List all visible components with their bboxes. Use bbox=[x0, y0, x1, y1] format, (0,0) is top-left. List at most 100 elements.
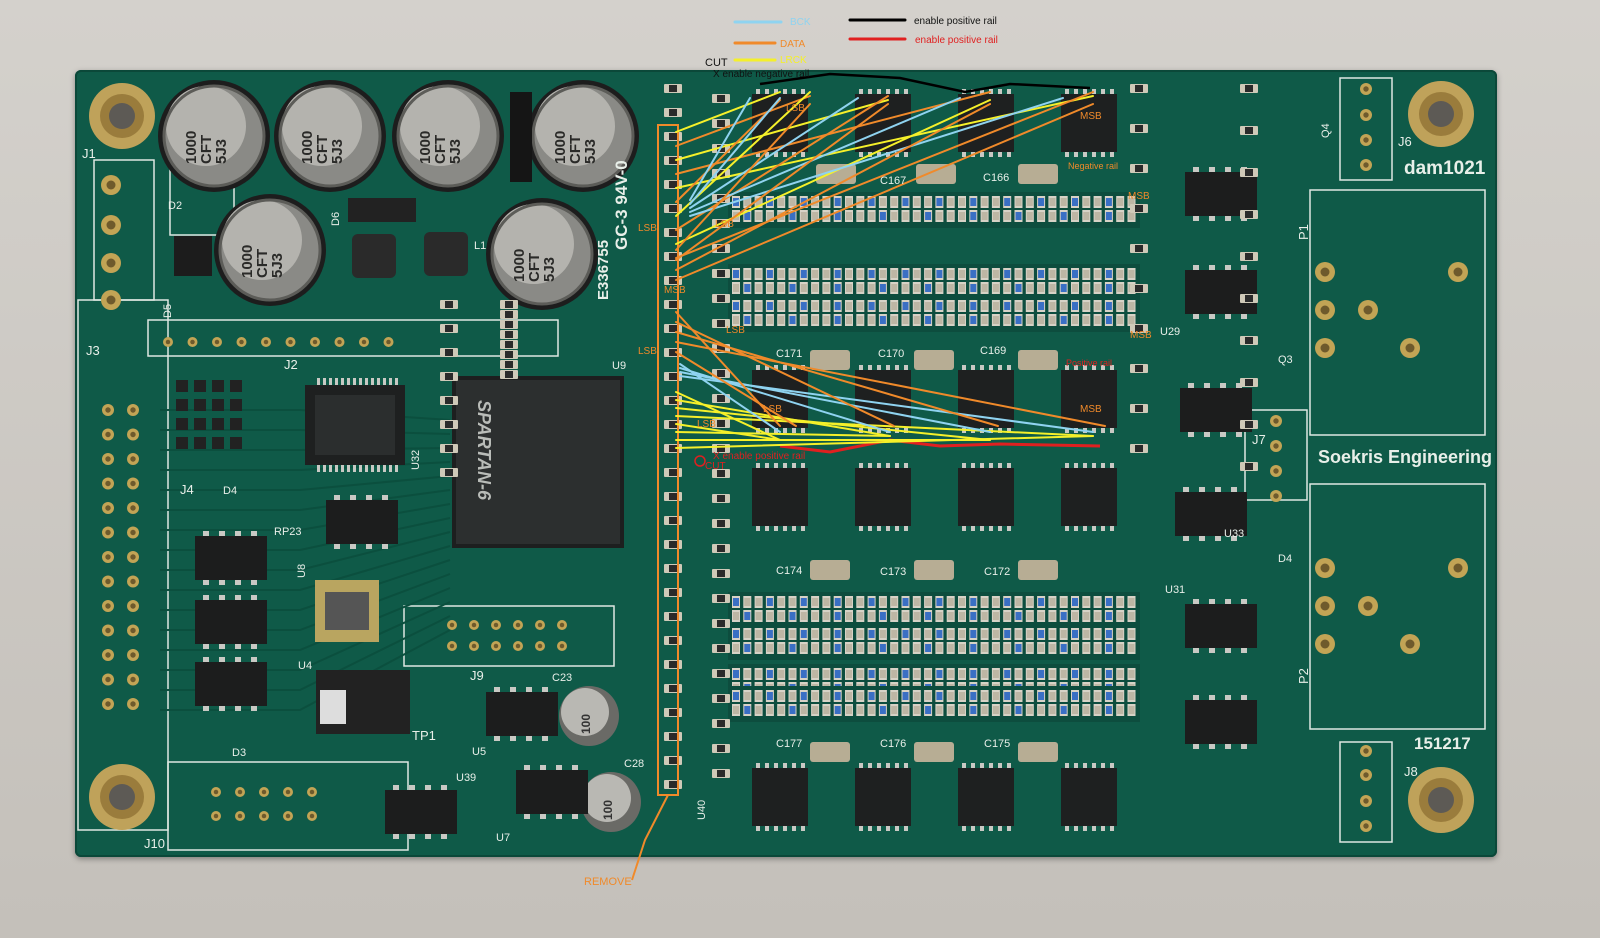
dac-lead bbox=[792, 763, 796, 768]
dac-lead bbox=[998, 526, 1002, 531]
resistor-body bbox=[1060, 284, 1067, 292]
resistor-body bbox=[834, 612, 841, 620]
ic-lead bbox=[203, 580, 209, 585]
resistor-body bbox=[1004, 198, 1011, 206]
ic-lead bbox=[1193, 648, 1199, 653]
resistor-body bbox=[823, 284, 830, 292]
ic-lead bbox=[1209, 216, 1215, 221]
resistor-body bbox=[1094, 630, 1101, 638]
resistor-body bbox=[936, 212, 943, 220]
msb-label-3: MSB bbox=[664, 285, 686, 296]
resistor-body bbox=[1072, 630, 1078, 638]
resistor-body bbox=[1094, 692, 1101, 700]
connector-pin-hole bbox=[214, 339, 220, 345]
c169-label: C169 bbox=[980, 345, 1007, 357]
data-wire bbox=[675, 103, 991, 271]
resistor-body bbox=[936, 270, 943, 278]
resistor-body bbox=[970, 692, 977, 700]
resistor-body bbox=[981, 302, 988, 310]
smd-part-body bbox=[669, 373, 677, 380]
ic-lead bbox=[1225, 744, 1231, 749]
smd-part-body bbox=[1135, 125, 1143, 132]
connector-pin-hole bbox=[263, 339, 269, 345]
resistor-body bbox=[1083, 706, 1090, 714]
dac-lead bbox=[783, 763, 787, 768]
ic-lead bbox=[366, 495, 372, 500]
ic-lead bbox=[219, 644, 225, 649]
c176-label: C176 bbox=[880, 738, 907, 750]
resistor-body bbox=[1038, 198, 1045, 206]
resistor-body bbox=[1049, 630, 1056, 638]
enable-positive-wire bbox=[779, 438, 1101, 454]
capacitor-series: CFT bbox=[198, 134, 215, 164]
regulator-tab bbox=[320, 690, 346, 724]
dac-lead bbox=[756, 89, 760, 94]
dac-lead bbox=[895, 763, 899, 768]
resistor-body bbox=[744, 670, 751, 678]
connector-pin-hole bbox=[493, 622, 499, 628]
ic-lead bbox=[393, 834, 399, 839]
connector-pin-hole bbox=[386, 339, 391, 345]
resistor-body bbox=[834, 630, 841, 638]
ic-lead bbox=[235, 657, 241, 662]
ic-lead bbox=[494, 736, 500, 741]
ic-lead bbox=[1183, 487, 1189, 492]
resistor-body bbox=[1026, 630, 1033, 638]
resistor-body bbox=[1072, 198, 1078, 206]
resistor-body bbox=[1117, 630, 1124, 638]
dac-lead bbox=[962, 365, 966, 370]
diode-d6 bbox=[348, 198, 416, 222]
ic-lead bbox=[1231, 536, 1237, 541]
resistor-body bbox=[913, 644, 920, 652]
resistor-body bbox=[1049, 302, 1056, 310]
qfp-lead bbox=[347, 465, 350, 472]
resistor-body bbox=[733, 630, 739, 638]
qfp-lead bbox=[365, 378, 368, 385]
u4-label: U4 bbox=[298, 660, 313, 672]
inductor-l1 bbox=[424, 232, 468, 276]
resistor-body bbox=[981, 212, 988, 220]
smd-part-body bbox=[1245, 463, 1253, 470]
ic-lead bbox=[1225, 265, 1231, 270]
smd-part-body bbox=[1135, 245, 1143, 252]
resistor-body bbox=[947, 316, 954, 324]
resistor-body bbox=[902, 316, 909, 324]
resistor-body bbox=[1105, 692, 1112, 700]
resistor-body bbox=[857, 302, 864, 310]
dac-lead bbox=[998, 826, 1002, 831]
resistor-body bbox=[1015, 692, 1022, 700]
j3-label: J3 bbox=[86, 343, 100, 358]
connector-pin-hole bbox=[1320, 563, 1330, 573]
resistor-body bbox=[744, 612, 751, 620]
data-wire bbox=[675, 341, 1106, 427]
smd-part-body bbox=[1245, 421, 1253, 428]
smd-part-body bbox=[1245, 211, 1253, 218]
u29-label: U29 bbox=[1160, 326, 1181, 338]
connector-pin-hole bbox=[1273, 443, 1279, 449]
resistor-body bbox=[800, 644, 807, 652]
resistor-body bbox=[868, 270, 875, 278]
resistor-body bbox=[902, 630, 909, 638]
dac-lead bbox=[783, 428, 787, 433]
resistor-body bbox=[1094, 644, 1101, 652]
connector-pin-hole bbox=[1453, 267, 1463, 277]
dac-lead bbox=[756, 152, 760, 157]
resistor-body bbox=[789, 270, 796, 278]
dac-lead bbox=[1065, 763, 1069, 768]
dac-lead bbox=[998, 463, 1002, 468]
resistor-body bbox=[846, 316, 852, 324]
remove-annotation: REMOVE bbox=[584, 876, 632, 888]
ic-lead bbox=[1209, 599, 1215, 604]
resistor-body bbox=[778, 284, 785, 292]
smd-part-body bbox=[717, 120, 725, 127]
smd-part-body bbox=[1245, 337, 1253, 344]
silk-outline bbox=[77, 299, 169, 831]
dac-lead bbox=[868, 763, 872, 768]
resistor-body bbox=[868, 706, 875, 714]
silk-outline bbox=[1339, 77, 1393, 181]
ic-chip bbox=[326, 500, 398, 544]
dac-lead bbox=[1065, 365, 1069, 370]
cut-top-annotation: CUT bbox=[705, 57, 728, 69]
connector-pin-hole bbox=[285, 813, 291, 819]
smd-part-body bbox=[669, 733, 677, 740]
